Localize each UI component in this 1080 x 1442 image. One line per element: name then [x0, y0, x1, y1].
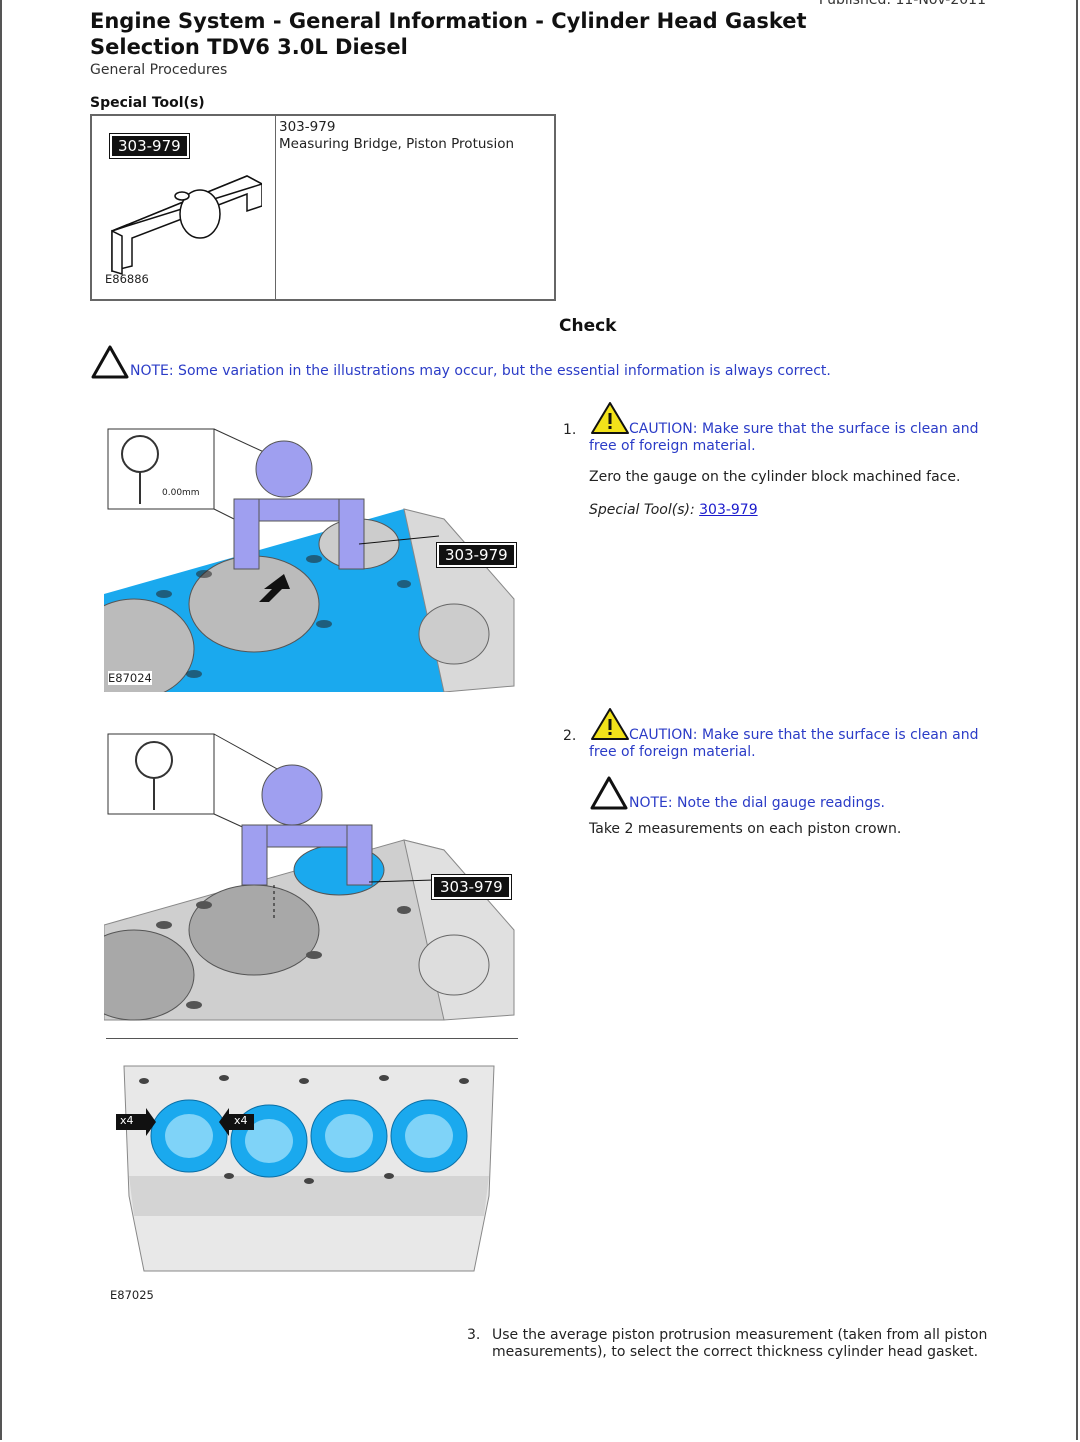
step-2-number: 2.	[563, 728, 577, 744]
measuring-bridge-illustration	[111, 175, 262, 276]
figure-3-illustration	[116, 1065, 495, 1272]
step-2-note: NOTE: Note the dial gauge readings.	[589, 775, 989, 813]
step-1-number: 1.	[563, 422, 577, 438]
figure-1-illustration	[73, 428, 515, 700]
special-tools-heading: Special Tool(s)	[90, 95, 205, 111]
caution-warning-icon	[591, 402, 629, 434]
tool-tag: 303-979	[109, 133, 190, 159]
step-1-caution: CAUTION: Make sure that the surface is c…	[589, 421, 979, 454]
caution-warning-icon	[591, 708, 629, 740]
step-3-text: Use the average piston protrusion measur…	[492, 1327, 988, 1360]
figure-3-badge-right: x4	[234, 1114, 248, 1127]
figure-divider	[106, 1038, 518, 1039]
check-heading: Check	[559, 316, 617, 336]
step-1-special-tools-label: Special Tool(s):	[589, 502, 695, 518]
note-triangle-icon	[91, 345, 129, 379]
tool-image-cell: 303-979 E86886	[90, 114, 276, 301]
tool-number: 303-979	[279, 119, 336, 135]
figure-2-illustration	[73, 733, 515, 1021]
figure-3-badge-left: x4	[120, 1114, 134, 1127]
figure-3-code: E87025	[110, 1288, 154, 1302]
figure-3: x4 x4 E87025	[104, 1056, 524, 1306]
gauge-value: 0.00mm	[162, 488, 200, 498]
step-1-special-tools: Special Tool(s): 303-979	[589, 502, 989, 519]
step-2-note-text: NOTE: Note the dial gauge readings.	[629, 795, 885, 811]
step-1: CAUTION: Make sure that the surface is c…	[589, 400, 989, 519]
page-title: Engine System - General Information - Cy…	[90, 9, 807, 59]
figure-1-code: E87024	[108, 671, 152, 685]
tool-name: Measuring Bridge, Piston Protusion	[279, 136, 515, 152]
tool-image-code: E86886	[105, 272, 149, 286]
step-1-text: Zero the gauge on the cylinder block mac…	[589, 469, 961, 485]
step-2: CAUTION: Make sure that the surface is c…	[589, 706, 989, 838]
tool-text-cell: 303-979 Measuring Bridge, Piston Protusi…	[275, 114, 556, 301]
step-1-special-tools-link[interactable]: 303-979	[699, 502, 758, 518]
step-2-caution: CAUTION: Make sure that the surface is c…	[589, 727, 979, 760]
figure-1: 0.00mm 303-979 E87024	[73, 424, 524, 700]
page-subtitle: General Procedures	[90, 62, 228, 78]
published-date: Published: 11-Nov-2011	[818, 0, 986, 8]
step-2-text: Take 2 measurements on each piston crown…	[589, 821, 902, 837]
figure-1-tool-tag: 303-979	[436, 542, 517, 568]
note-triangle-icon	[590, 776, 628, 810]
general-note-text: NOTE: Some variation in the illustration…	[130, 363, 831, 379]
special-tools-table: 303-979 E86886 303-979 Measuring Bridge,…	[90, 114, 556, 301]
figure-2: 303-979	[73, 730, 524, 1022]
step-3-number: 3.	[467, 1327, 481, 1343]
figure-2-tool-tag: 303-979	[431, 874, 512, 900]
